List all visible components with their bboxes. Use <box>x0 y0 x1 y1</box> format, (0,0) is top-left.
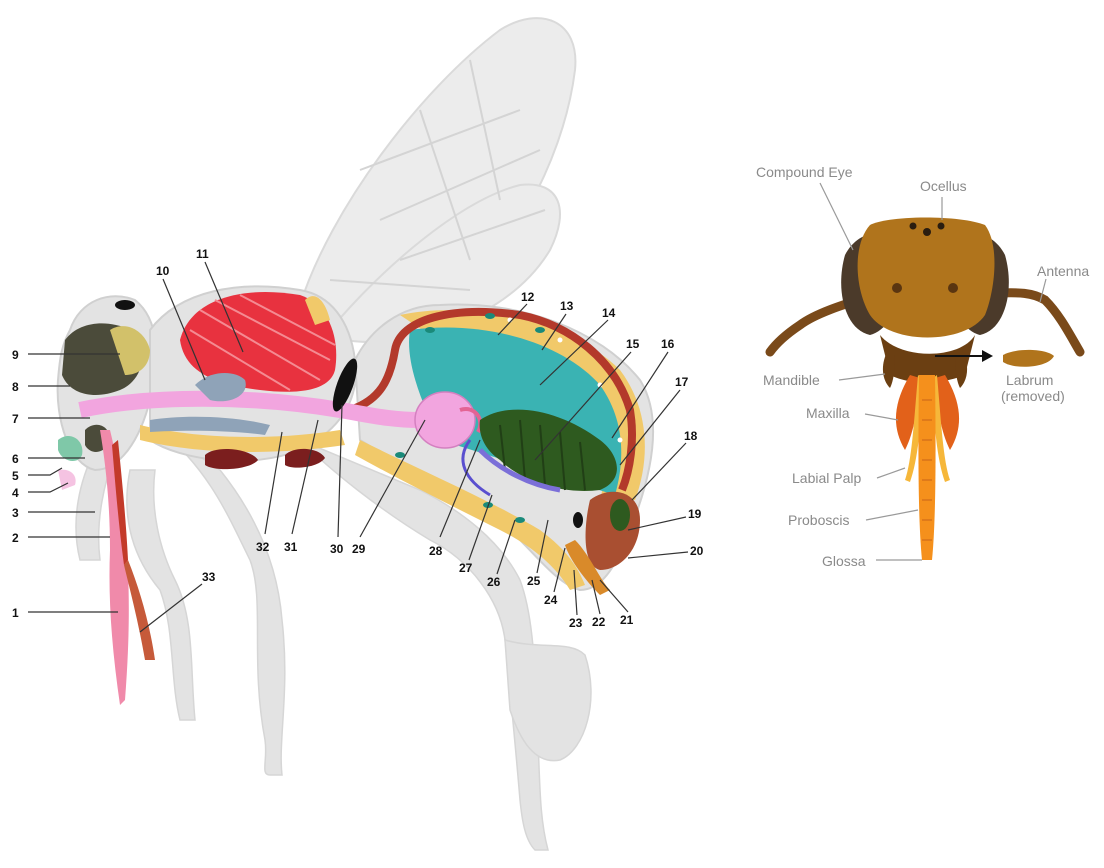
part-number: 25 <box>527 574 541 588</box>
part-number: 2 <box>12 531 19 545</box>
label-proboscis: Proboscis <box>788 512 849 528</box>
part-number: 10 <box>156 264 170 278</box>
part-number: 7 <box>12 412 19 426</box>
part-number: 12 <box>521 290 535 304</box>
label-labial-palp: Labial Palp <box>792 470 861 486</box>
part-number: 18 <box>684 429 698 443</box>
part-number: 31 <box>284 540 298 554</box>
part-number: 22 <box>592 615 606 629</box>
part-number: 26 <box>487 575 501 589</box>
part-number: 23 <box>569 616 583 630</box>
part-number: 15 <box>626 337 640 351</box>
part-number: 4 <box>12 486 19 500</box>
part-number: 19 <box>688 507 702 521</box>
label-mandible: Mandible <box>763 372 820 388</box>
part-number: 11 <box>196 247 209 261</box>
part-number: 21 <box>620 613 634 627</box>
label-compound-eye: Compound Eye <box>756 164 853 180</box>
part-number: 3 <box>12 506 19 520</box>
part-number: 33 <box>202 570 216 584</box>
label-glossa: Glossa <box>822 553 866 569</box>
part-number: 27 <box>459 561 473 575</box>
label-maxilla: Maxilla <box>806 405 850 421</box>
part-number: 20 <box>690 544 704 558</box>
part-number: 24 <box>544 593 558 607</box>
part-number: 6 <box>12 452 19 466</box>
part-number: 16 <box>661 337 675 351</box>
part-number: 13 <box>560 299 574 313</box>
part-number: 28 <box>429 544 443 558</box>
part-number: 29 <box>352 542 366 556</box>
part-number: 30 <box>330 542 344 556</box>
part-number: 17 <box>675 375 689 389</box>
label-antenna: Antenna <box>1037 263 1089 279</box>
part-number: 32 <box>256 540 270 554</box>
label-labrum: Labrum <box>1006 372 1053 388</box>
part-number: 8 <box>12 380 19 394</box>
part-number: 5 <box>12 469 19 483</box>
part-number: 9 <box>12 348 19 362</box>
label-labrum-note: (removed) <box>1001 388 1065 404</box>
part-number: 14 <box>602 306 616 320</box>
label-ocellus: Ocellus <box>920 178 967 194</box>
part-number: 1 <box>12 606 19 620</box>
